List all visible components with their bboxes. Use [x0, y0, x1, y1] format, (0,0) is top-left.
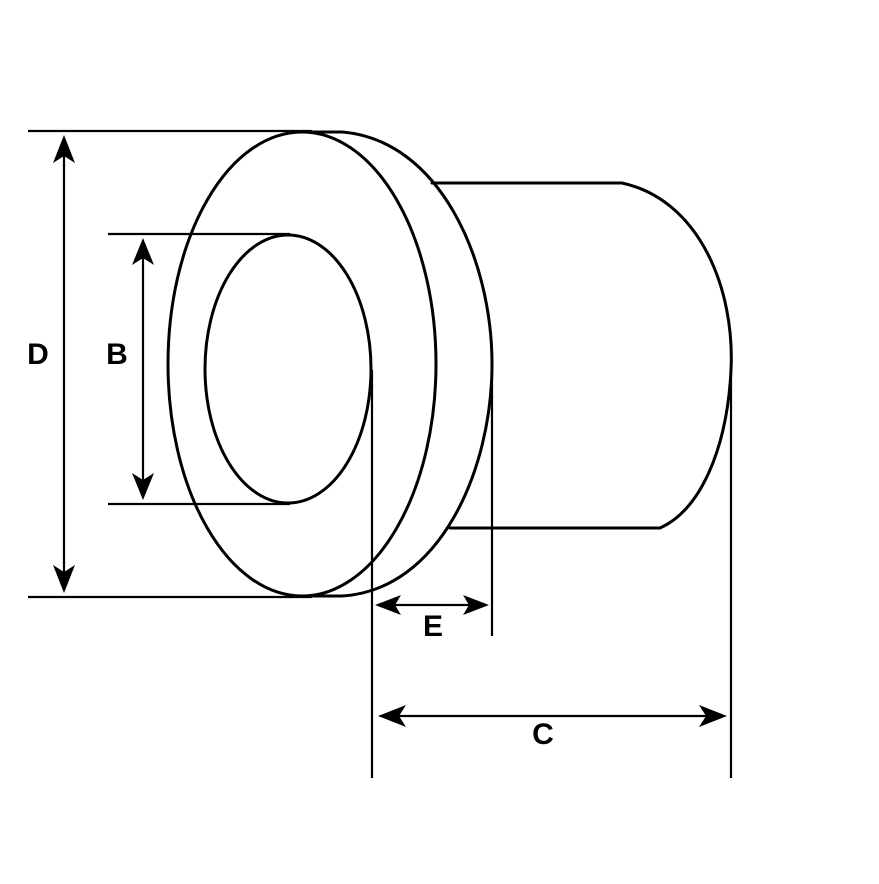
sleeve-body [430, 181, 733, 530]
dimension-e-arrow-right [463, 595, 489, 615]
bore-hole [203, 233, 373, 505]
dimension-e: E [375, 595, 489, 643]
dimension-b-arrow-bottom [132, 473, 154, 500]
dimension-e-label: E [423, 610, 443, 643]
dimension-c-arrow-left [378, 705, 406, 727]
sleeve-end-curve [620, 181, 733, 530]
dimension-c: C [378, 705, 727, 751]
flange-outer-face [166, 130, 438, 598]
dimension-c-arrow-right [699, 705, 727, 727]
dimension-b-label: B [106, 338, 128, 371]
dimension-e-arrow-left [375, 595, 401, 615]
dimension-d-arrow-bottom [53, 565, 75, 593]
flange [166, 130, 494, 598]
dimension-b: B [106, 232, 290, 506]
dimension-d-arrow-top [53, 135, 75, 163]
dimension-b-arrow-top [132, 238, 154, 265]
dimension-d-label: D [27, 338, 49, 371]
dimension-c-label: C [532, 718, 554, 751]
dimension-d: D [27, 129, 312, 599]
